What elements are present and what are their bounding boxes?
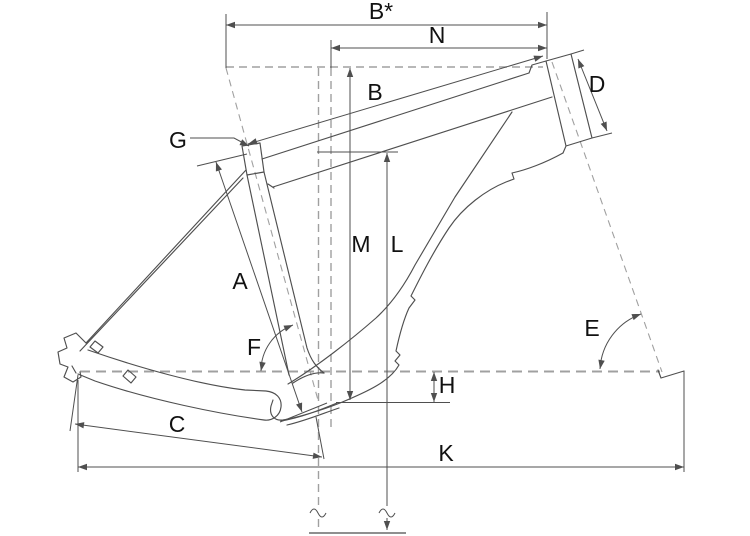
seat-tube-axis-dashed-line xyxy=(225,67,319,401)
front-fork-dropout xyxy=(657,369,685,379)
break-squiggle-right xyxy=(378,508,396,518)
seat-tube-motor-fillet xyxy=(292,372,325,384)
arrow-h-top xyxy=(430,372,438,381)
arrow-f-top xyxy=(283,325,293,332)
arrow-g-leader xyxy=(239,139,249,146)
arrow-h-bottom xyxy=(430,393,438,402)
arrow-k-right xyxy=(675,463,684,471)
k-extension-ticks xyxy=(77,371,685,472)
rack-mount-tabs xyxy=(89,340,137,384)
head-tube xyxy=(545,53,593,154)
dim-line-c xyxy=(74,423,323,458)
dim-label-b: B xyxy=(367,79,382,105)
dimension-arrowheads xyxy=(75,21,684,530)
dim-label-l: L xyxy=(391,231,404,257)
d-extension-ticks xyxy=(570,49,613,139)
dim-line-b xyxy=(247,55,544,145)
arrow-k-left xyxy=(78,463,87,471)
seat-angle-arc-f xyxy=(260,324,294,372)
break-squiggle-left xyxy=(309,508,327,518)
arrow-d-top xyxy=(578,59,585,69)
dim-label-g: G xyxy=(169,127,187,153)
dim-label-m: M xyxy=(351,231,370,257)
dim-label-e: E xyxy=(584,315,599,341)
down-tube-motor-outer xyxy=(269,152,564,421)
arrow-l-bottom xyxy=(383,521,391,530)
arrow-d-bottom xyxy=(600,121,607,131)
rear-dropout xyxy=(57,332,87,383)
arrow-b-right xyxy=(533,55,543,62)
bike-frame-outline xyxy=(57,53,685,426)
top-tube xyxy=(261,60,553,188)
arrow-n-right xyxy=(538,44,547,52)
arrow-c-right xyxy=(312,452,322,459)
dim-label-h: H xyxy=(439,372,456,398)
reference-lines xyxy=(80,61,663,530)
arrow-e-bottom xyxy=(598,359,605,369)
c-extension-ticks xyxy=(69,374,325,460)
seat-tube xyxy=(246,171,325,376)
arrow-e-top xyxy=(631,314,641,321)
arrow-m-top xyxy=(346,68,354,77)
dim-label-c: C xyxy=(169,411,186,437)
down-tube-inner xyxy=(287,111,513,385)
arrow-a-bottom xyxy=(296,402,303,412)
arrow-bstar-left xyxy=(226,21,235,29)
dim-label-a: A xyxy=(232,268,248,294)
dim-line-a xyxy=(215,161,303,413)
arrow-l-top xyxy=(383,153,391,162)
chain-stay xyxy=(71,349,282,421)
dim-label-b-star: B* xyxy=(369,0,393,24)
steering-axis-dashed-line xyxy=(551,61,663,373)
dimension-labels: B* N B D G A M L F E H C K xyxy=(169,0,606,466)
head-angle-arc-e xyxy=(599,313,642,370)
arrow-a-top xyxy=(215,162,222,172)
extension-lines xyxy=(69,12,685,472)
arrow-bstar-right xyxy=(538,21,547,29)
arrow-n-left xyxy=(331,44,340,52)
dim-label-k: K xyxy=(438,440,454,466)
a-extension-ticks xyxy=(196,153,328,423)
dim-label-f: F xyxy=(247,334,261,360)
arrow-f-bottom xyxy=(259,361,266,371)
break-squiggles xyxy=(309,508,396,518)
dim-label-d: D xyxy=(589,71,606,97)
seat-stay xyxy=(79,169,247,352)
dim-label-n: N xyxy=(429,22,446,48)
arrow-c-left xyxy=(75,422,85,429)
dim-line-d xyxy=(577,58,608,132)
arrow-b-left xyxy=(248,138,258,145)
arrow-m-bottom xyxy=(346,391,354,400)
